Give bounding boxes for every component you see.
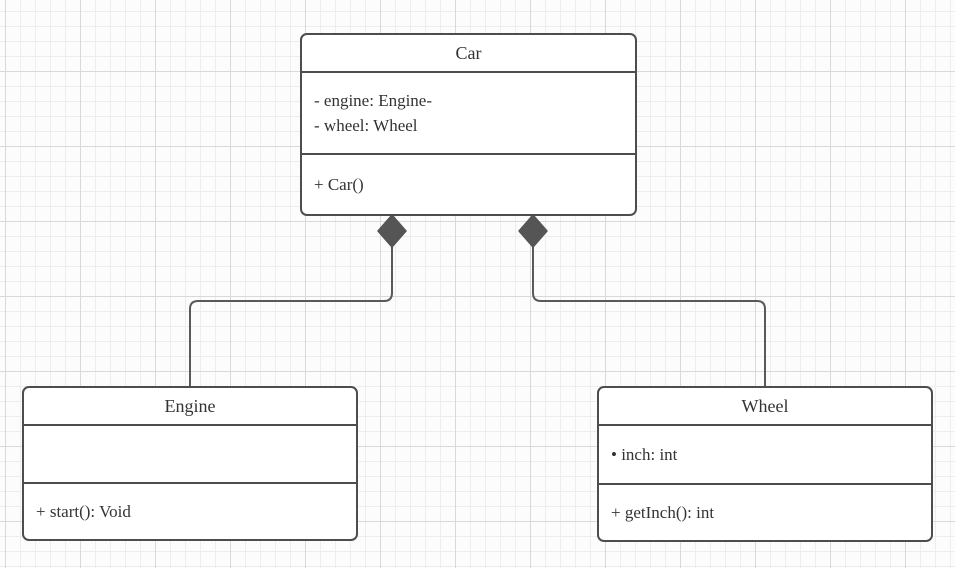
class-methods-section: + start(): Void <box>24 482 356 539</box>
attribute-line: - engine: Engine- <box>314 91 433 110</box>
class-methods-section: + getInch(): int <box>599 483 931 540</box>
composition-car-engine[interactable] <box>189 214 407 388</box>
class-title: Car <box>455 42 482 63</box>
class-box-wheel[interactable]: Wheel • inch: int + getInch(): int <box>597 386 933 542</box>
composition-car-wheel[interactable] <box>518 214 766 388</box>
composition-edge-car-engine[interactable] <box>189 245 393 388</box>
method-line: + Car() <box>314 175 364 194</box>
class-attributes-section: - engine: Engine- - wheel: Wheel <box>302 71 635 153</box>
composition-diamond-icon <box>518 214 548 248</box>
class-box-engine[interactable]: Engine + start(): Void <box>22 386 358 541</box>
class-title: Engine <box>164 395 216 416</box>
attribute-line: • inch: int <box>611 445 678 464</box>
class-methods-section: + Car() <box>302 153 635 214</box>
class-attributes-section: • inch: int <box>599 424 931 483</box>
attribute-line: - wheel: Wheel <box>314 116 418 135</box>
class-title: Wheel <box>741 395 789 416</box>
method-line: + start(): Void <box>36 502 131 521</box>
class-box-car[interactable]: Car - engine: Engine- - wheel: Wheel + C… <box>300 33 637 216</box>
composition-edge-car-wheel[interactable] <box>532 245 766 388</box>
composition-diamond-icon <box>377 214 407 248</box>
class-attributes-section <box>24 424 356 482</box>
method-line: + getInch(): int <box>611 503 715 522</box>
